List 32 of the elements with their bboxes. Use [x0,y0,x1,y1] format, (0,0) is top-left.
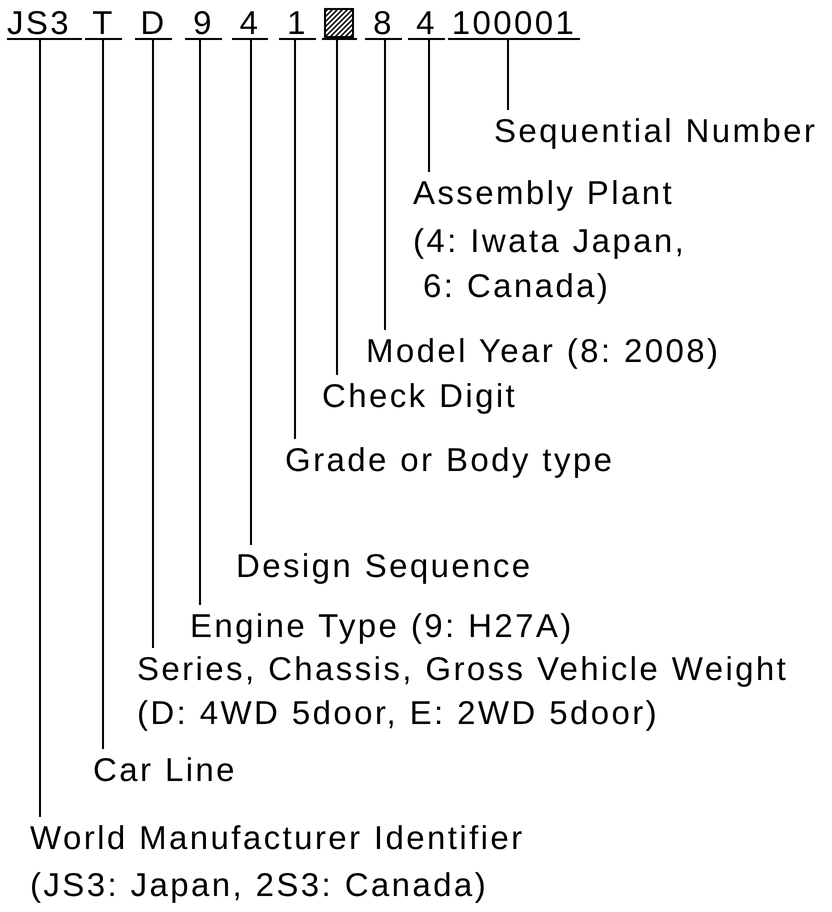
leader-line [507,40,509,110]
vin-code-segment: 9 [185,8,222,40]
field-description: Series, Chassis, Gross Vehicle Weight [137,649,788,689]
vin-code-segment: D [135,8,172,40]
field-description: Check Digit [322,375,518,417]
vin-code-segment: T [85,8,122,40]
leader-line [102,40,104,749]
field-values: (4: Iwata Japan, 6: Canada) [413,221,688,306]
leader-line [250,40,252,545]
leader-line [428,40,430,172]
vin-code-segment: 100001 [448,8,580,40]
field-description: Grade or Body type [285,439,614,481]
field-description: Engine Type (9: H27A) [190,605,574,647]
vin-code-segment: 4 [232,8,268,40]
field-description: Model Year (8: 2008) [366,330,720,372]
leader-line [39,40,41,817]
field-description: Car Line [93,749,237,791]
vin-code-segment: 4 [408,8,445,40]
leader-line [294,40,296,439]
field-description: Assembly Plant [413,173,676,213]
field-values: (JS3: Japan, 2S3: Canada) [30,865,490,905]
field-description: Sequential Number [494,110,818,152]
leader-line [336,40,338,375]
leader-line [384,40,386,330]
field-description: Design Sequence [236,545,533,587]
leader-line [199,40,201,605]
vin-code-segment: JS3 [7,8,82,40]
field-values: (D: 4WD 5door, E: 2WD 5door) [137,693,660,733]
vin-code-segment: 8 [365,8,402,40]
field-description: World Manufacturer Identifier [30,818,525,858]
vin-code-segment: 1 [279,8,316,40]
leader-line [152,40,154,648]
